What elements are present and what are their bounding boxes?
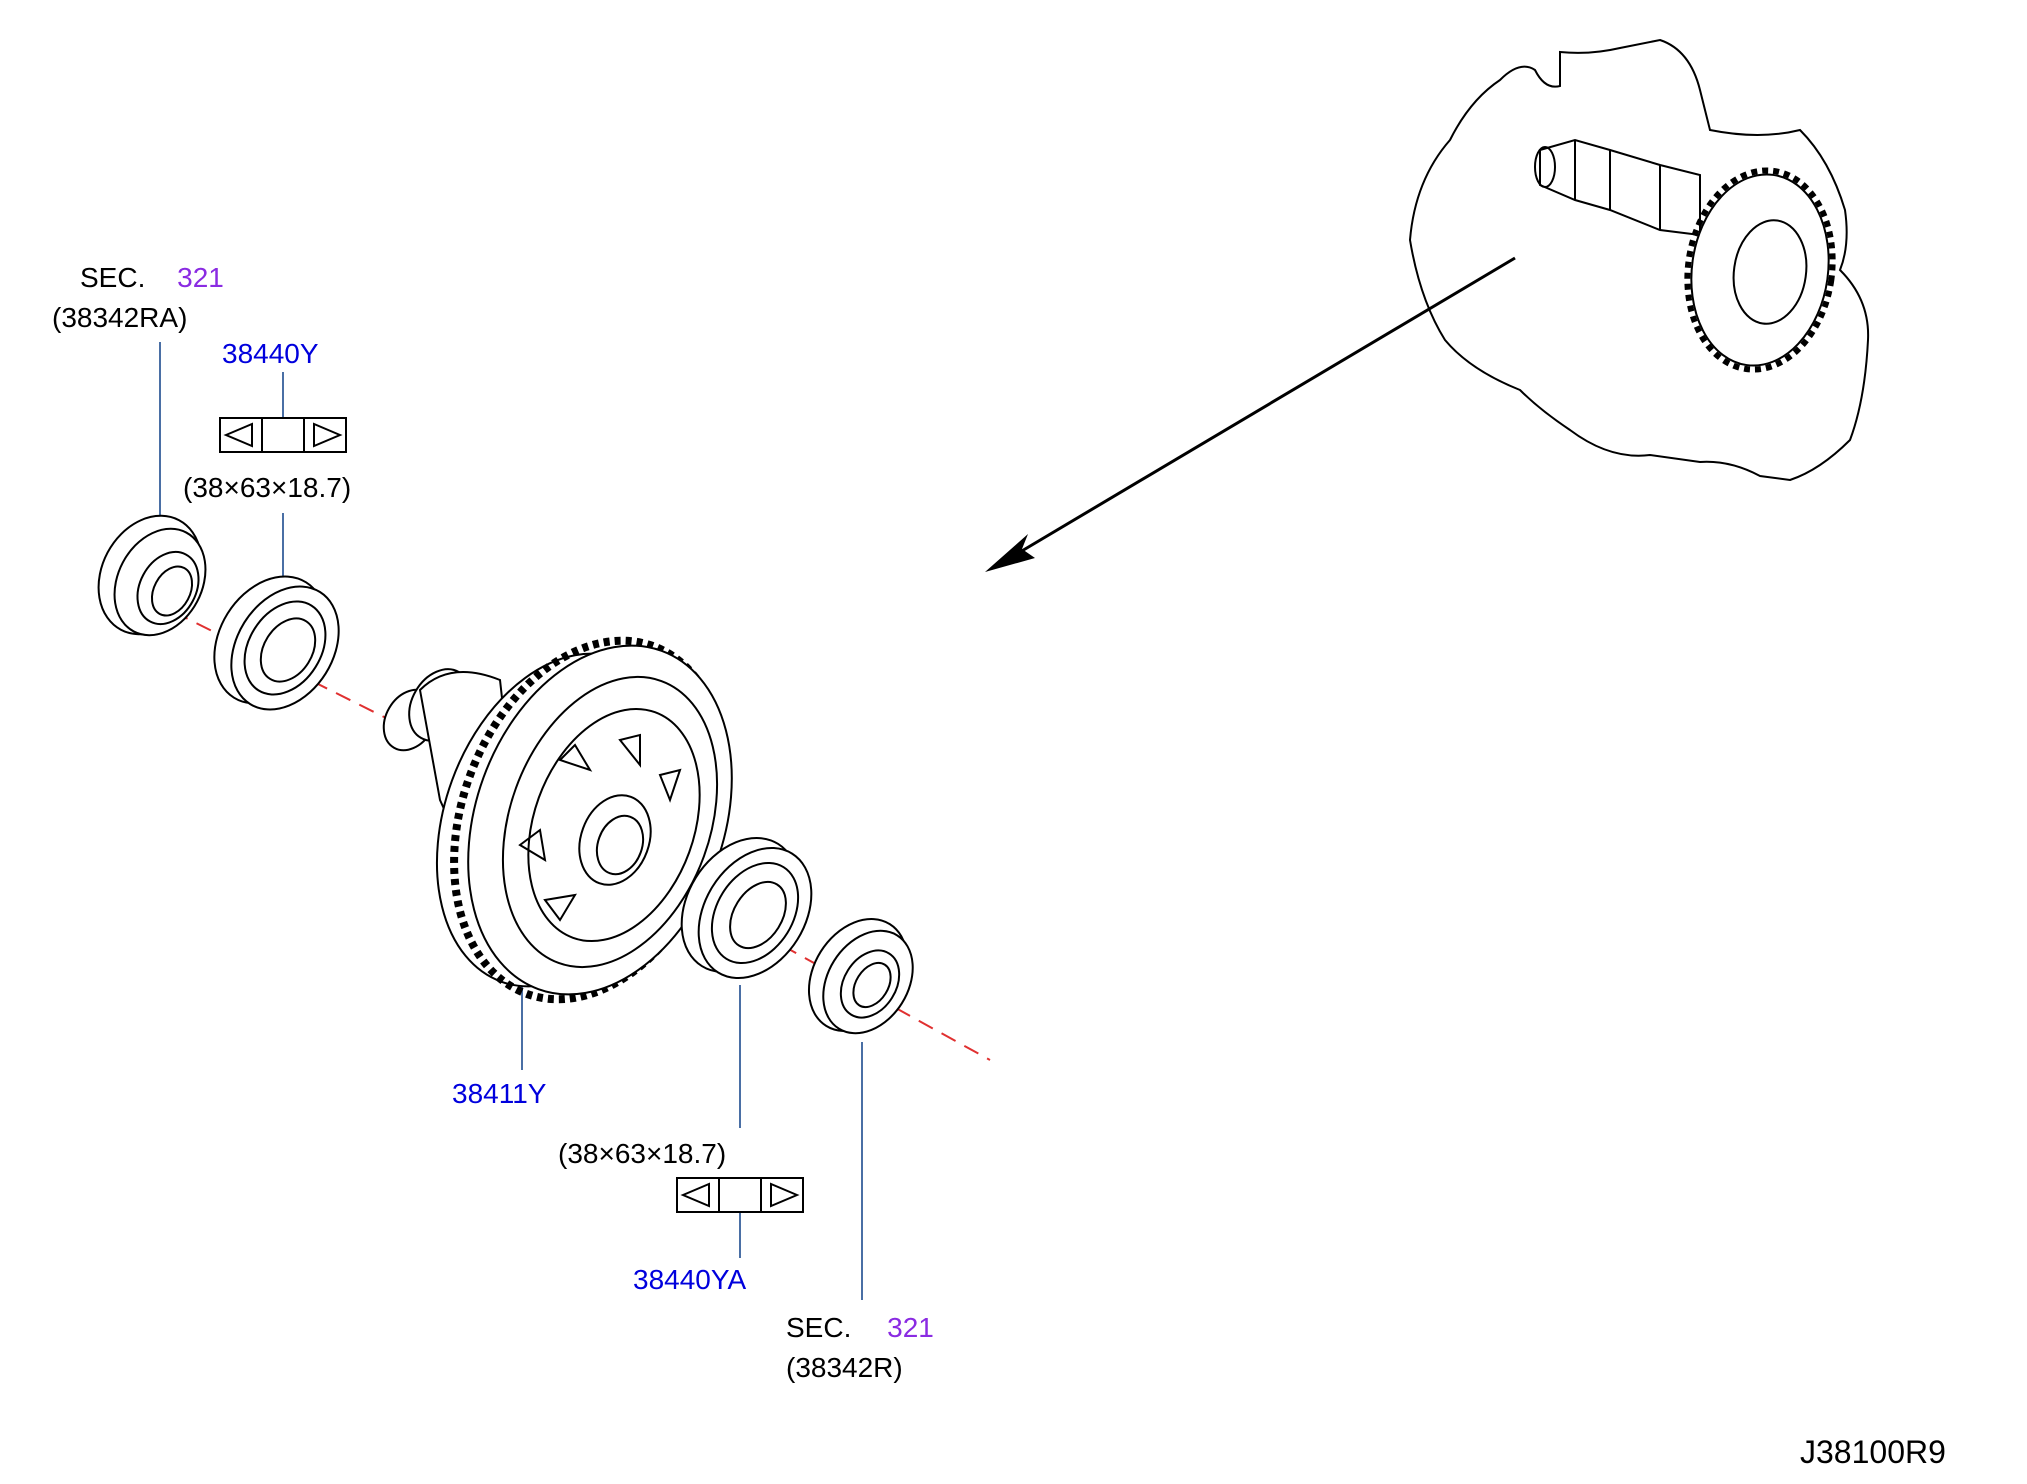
bearing-symbol-icon (676, 1177, 804, 1213)
sec-label-bottom: SEC. 321 (786, 1312, 934, 1344)
sec-number[interactable]: 321 (887, 1312, 934, 1343)
pointer-arrow-icon (985, 256, 1516, 572)
bearing-symbol-icon (219, 417, 347, 453)
diagram-id: J38100R9 (1800, 1434, 1946, 1470)
seal-icon (97, 514, 207, 637)
sec-part-top: (38342RA) (52, 302, 188, 333)
sec-label-top: SEC. 321 (80, 262, 224, 294)
part-number-differential[interactable]: 38411Y (452, 1078, 547, 1109)
bearing-icon (213, 575, 340, 711)
sec-prefix: SEC. (786, 1312, 852, 1343)
part-number-bearing-top[interactable]: 38440Y (222, 338, 319, 369)
sec-prefix: SEC. (80, 262, 146, 293)
sec-part-bottom: (38342R) (786, 1352, 903, 1383)
seal-icon (807, 918, 914, 1035)
bearing-size-bottom: (38×63×18.7) (558, 1138, 727, 1169)
transmission-case-icon (1408, 38, 1870, 482)
sec-number[interactable]: 321 (177, 262, 224, 293)
differential-gear-icon (382, 636, 733, 1004)
part-number-bearing-bottom[interactable]: 38440YA (633, 1264, 747, 1295)
bearing-size-top: (38×63×18.7) (183, 472, 352, 503)
bearing-icon (680, 837, 813, 980)
